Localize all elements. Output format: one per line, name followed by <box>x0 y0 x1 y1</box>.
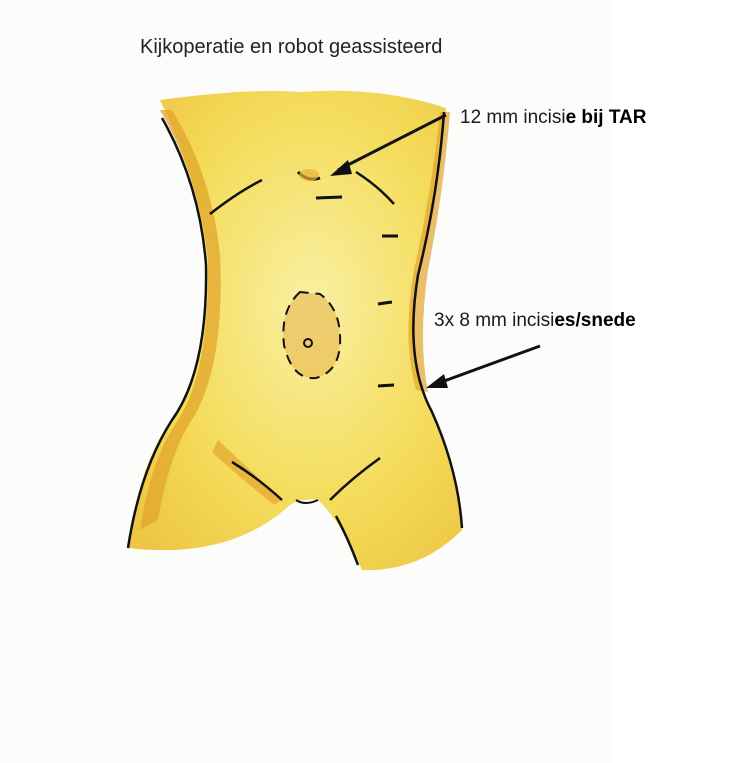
label-12mm-incision: 12 mm incisie bij TAR <box>460 107 647 129</box>
incision-8mm-2 <box>378 302 392 304</box>
label-12mm-text-bold: e bij TAR <box>566 107 647 128</box>
label-8mm-text-bold: es/snede <box>554 310 635 331</box>
incision-mark <box>316 197 342 198</box>
diagram-title: Kijkoperatie en robot geassisteerd <box>140 36 442 59</box>
label-8mm-text: 3x 8 mm incisi <box>434 310 554 331</box>
label-12mm-text: 12 mm incisi <box>460 107 566 128</box>
arrow-8mm <box>436 346 540 384</box>
incision-8mm-3 <box>378 385 394 386</box>
label-8mm-incisions: 3x 8 mm incisies/snede <box>434 310 636 332</box>
arrow-8mm-head <box>426 374 448 388</box>
